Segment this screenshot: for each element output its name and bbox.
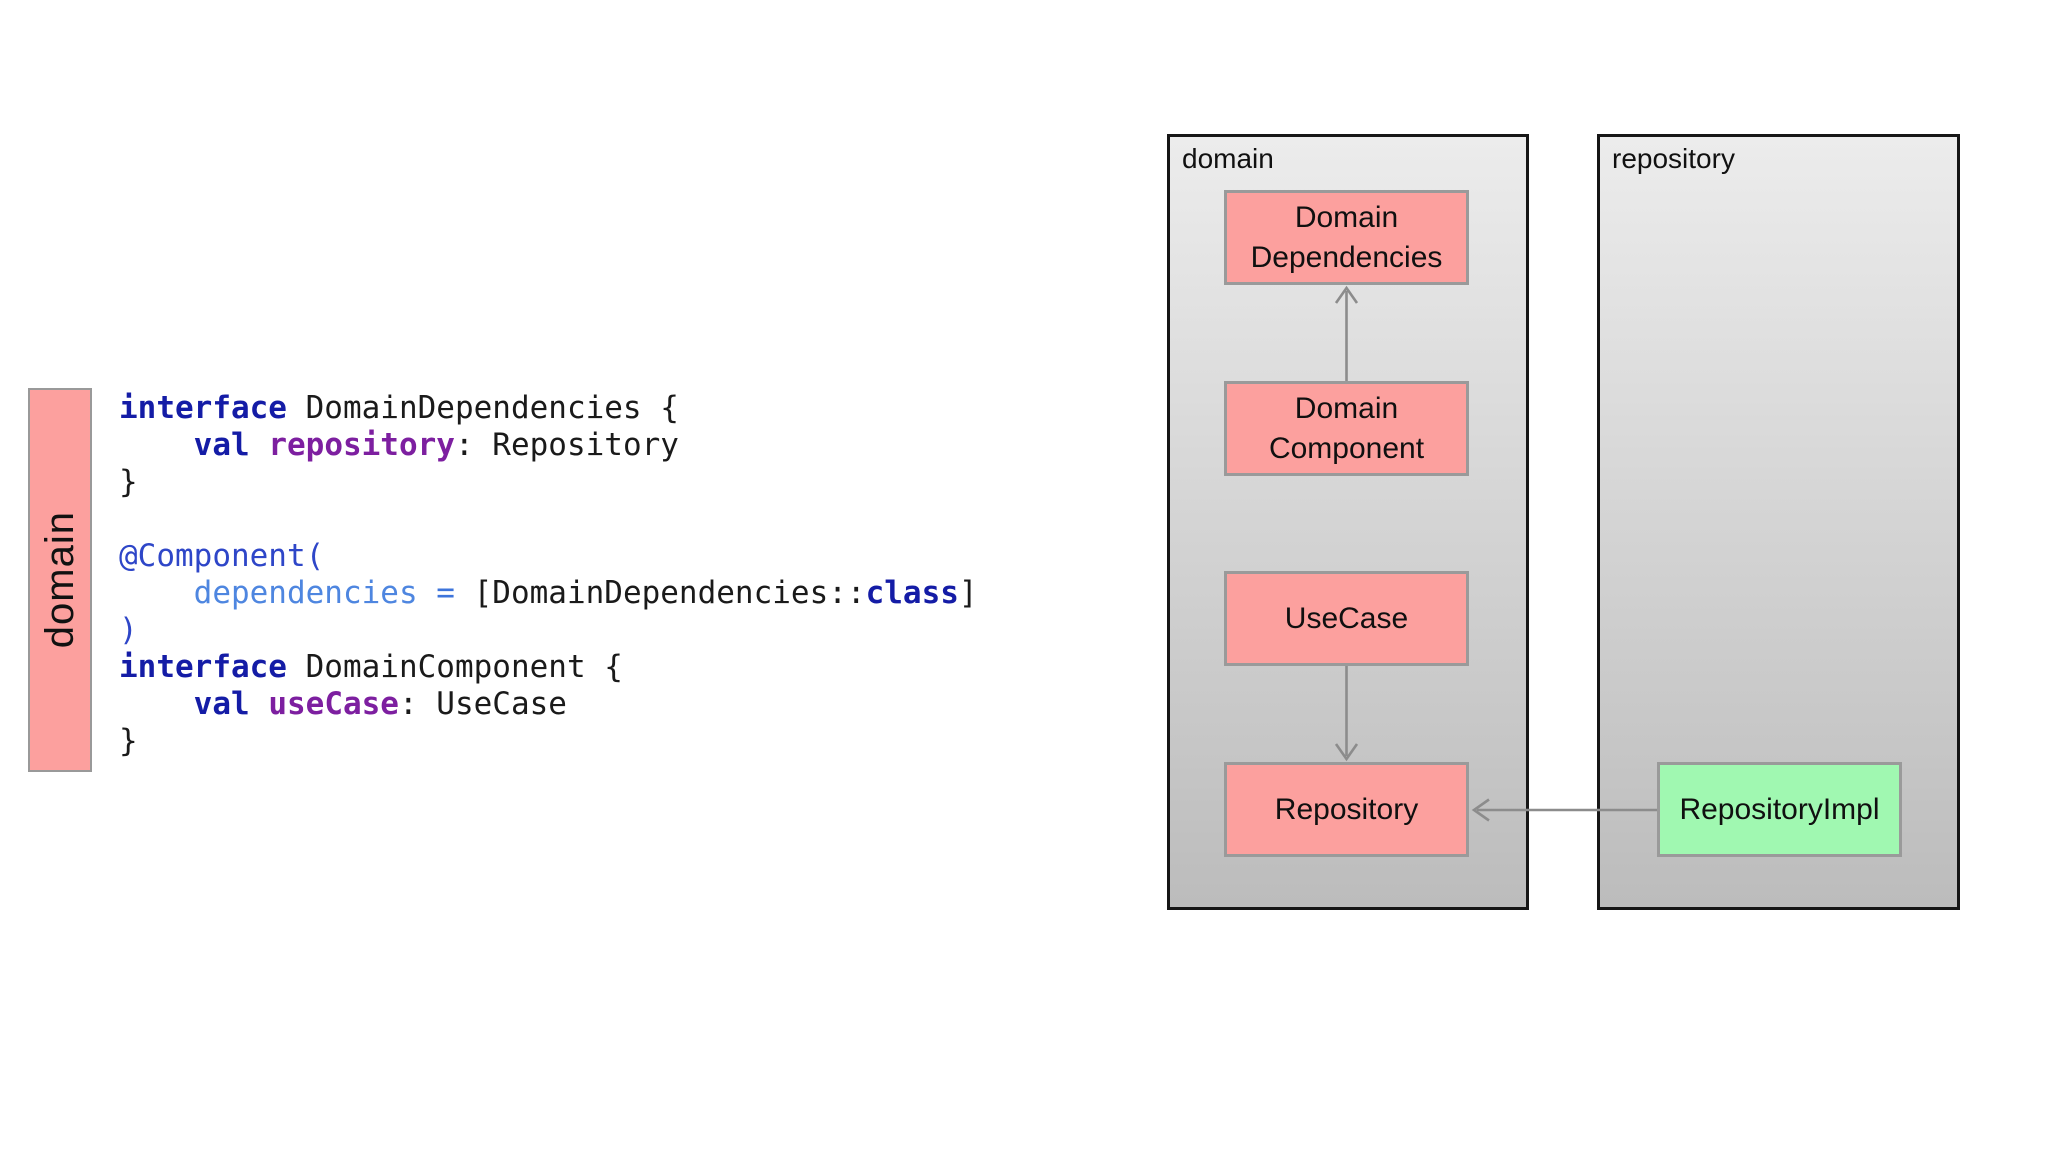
package-repository-label: repository: [1612, 143, 1735, 174]
code-token: repository: [268, 427, 455, 463]
code-token: DomainComponent {: [286, 649, 623, 685]
code-token: @Component(: [119, 538, 325, 574]
code-token: ]: [958, 575, 978, 611]
code-token: interface: [119, 649, 287, 685]
code-token: }: [119, 723, 138, 759]
code-line: }: [119, 723, 978, 760]
code-token: [119, 575, 194, 611]
code-line: interface DomainComponent {: [119, 649, 978, 686]
code-line: }: [119, 464, 978, 501]
node-domain-component: Domain Component: [1224, 381, 1469, 476]
code-token: =: [436, 575, 455, 611]
code-token: [418, 575, 437, 611]
node-repository-impl: RepositoryImpl: [1657, 762, 1902, 857]
code-line: val useCase: UseCase: [119, 686, 978, 723]
node-use-case: UseCase: [1224, 571, 1469, 666]
code-token: dependencies: [193, 575, 418, 611]
code-line: dependencies = [DomainDependencies::clas…: [119, 575, 978, 612]
code-token: val: [193, 427, 250, 463]
code-line: interface DomainDependencies {: [119, 390, 978, 427]
code-line: ): [119, 612, 978, 649]
code-token: }: [119, 464, 138, 500]
code-token: [119, 686, 194, 722]
code-token: [250, 427, 269, 463]
code-token: [119, 427, 194, 463]
domain-module-tag: domain: [28, 388, 92, 772]
code-line: @Component(: [119, 538, 978, 575]
node-domain-dependencies: Domain Dependencies: [1224, 190, 1469, 285]
code-token: [DomainDependencies::: [454, 575, 866, 611]
code-token: interface: [119, 390, 287, 426]
code-token: ): [119, 612, 138, 648]
domain-module-tag-label: domain: [37, 511, 82, 649]
code-token: class: [865, 575, 959, 611]
code-line: val repository: Repository: [119, 427, 978, 464]
code-token: val: [193, 686, 250, 722]
package-domain-label: domain: [1182, 143, 1274, 174]
code-token: : UseCase: [398, 686, 567, 722]
code-token: useCase: [268, 686, 399, 722]
code-token: : Repository: [454, 427, 679, 463]
code-token: DomainDependencies {: [286, 390, 679, 426]
code-line: [119, 501, 978, 538]
code-token: [250, 686, 269, 722]
node-repository-interface: Repository: [1224, 762, 1469, 857]
code-snippet: interface DomainDependencies { val repos…: [119, 390, 978, 760]
